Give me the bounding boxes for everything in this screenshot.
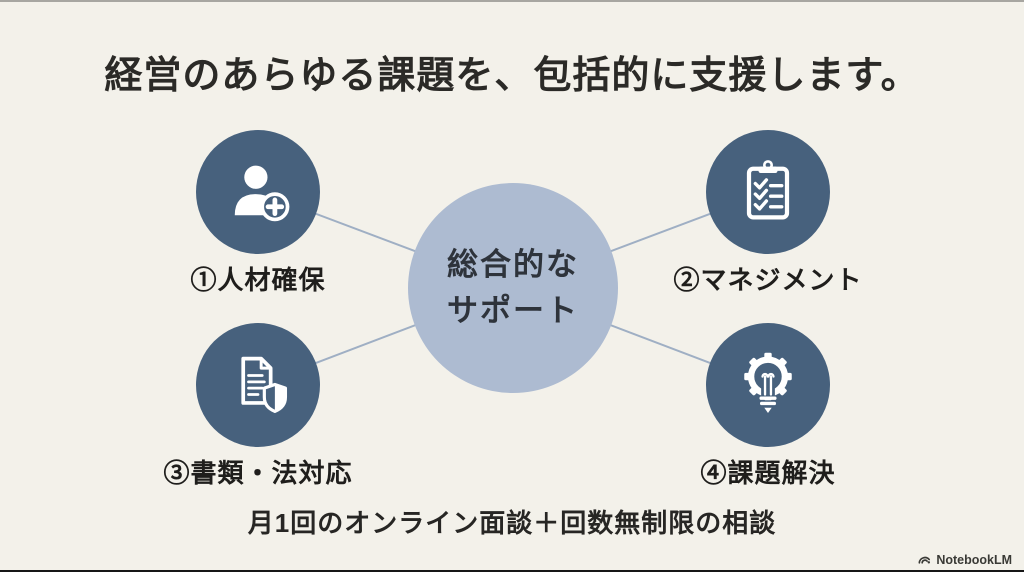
center-node-label-line1: 総合的な <box>447 246 579 282</box>
page-title: 経営のあらゆる課題を、包括的に支援します。 <box>104 55 920 97</box>
node-kadai-kaiketsu: ④課題解決 <box>656 323 880 490</box>
node-label-shorui-hotaiou: ③書類・法対応 <box>163 458 353 488</box>
node-label-management: ②マネジメント <box>673 265 863 295</box>
frame-edge-top <box>0 0 1024 2</box>
node-shorui-hotaiou: ③書類・法対応 <box>146 323 370 490</box>
person-plus-icon <box>196 130 320 254</box>
clipboard-checklist-icon <box>706 130 830 254</box>
node-label-jinzai-kakuho: ①人材確保 <box>190 265 326 295</box>
document-shield-icon <box>196 323 320 447</box>
node-management: ②マネジメント <box>656 130 880 297</box>
notebooklm-watermark: NotebookLM <box>917 552 1012 567</box>
notebooklm-label: NotebookLM <box>936 552 1012 567</box>
footer-note: 月1回のオンライン面談＋回数無制限の相談 <box>247 508 777 538</box>
notebooklm-logo-icon <box>918 556 931 564</box>
node-label-kadai-kaiketsu: ④課題解決 <box>700 458 836 488</box>
center-node-label-line2: サポート <box>447 293 579 328</box>
center-node: 総合的な サポート <box>408 183 618 393</box>
node-jinzai-kakuho: ①人材確保 <box>146 130 370 297</box>
frame-edge-bottom <box>0 570 1024 572</box>
gear-lightbulb-icon <box>706 323 830 447</box>
